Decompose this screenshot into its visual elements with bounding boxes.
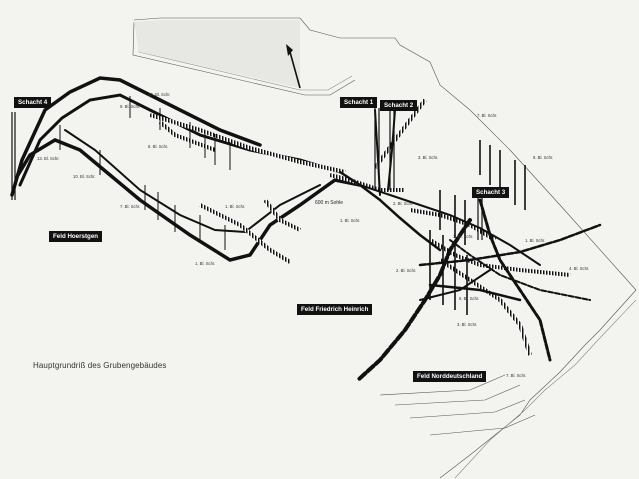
bl-label: 1. Bl. Schr.: [340, 218, 360, 223]
shaft-label: Schacht 2: [380, 100, 418, 111]
diagram-caption: Hauptgrundriß des Grubengebäudes: [33, 361, 167, 370]
level-lines: [379, 374, 536, 436]
bl-label: 8. Bl. Schr.: [148, 144, 168, 149]
bl-label: 1. Bl. Schr.: [225, 204, 245, 209]
shaft-label: Schacht 3: [472, 187, 510, 198]
bl-label: 7. Bl. Schr.: [477, 113, 497, 118]
bl-label: 2. Bl. Schr.: [396, 268, 416, 273]
bl-label: 2. Bl. Schr.: [393, 201, 413, 206]
hatched-galleries: [149, 98, 571, 356]
field-label: Feld Norddeutschland: [413, 371, 487, 382]
block-labels: 10. Bl. Schr. 9. Bl. Schr. 8. Bl. Schr. …: [37, 92, 589, 378]
bl-label: 7. Bl. Schr.: [120, 204, 140, 209]
bl-label: 1. Bl. Schr.: [525, 238, 545, 243]
field-label: Feld Friedrich Heinrich: [297, 304, 373, 315]
shaft-label: Schacht 4: [14, 97, 52, 108]
level-label: 600 m Sohle: [315, 200, 343, 206]
bl-label: 9. Bl. Schr.: [120, 104, 140, 109]
bl-label: 3. Bl. Schr.: [457, 322, 477, 327]
bl-label: 1. Bl. Schr.: [195, 261, 215, 266]
bl-label: 10. Bl. Schr.: [73, 174, 96, 179]
bl-label: 3. Bl. Schr.: [418, 155, 438, 160]
shaft-markers: [11, 108, 483, 240]
north-arrow-icon: [286, 44, 301, 89]
block-ticks: [59, 96, 231, 250]
bl-label: 13. Bl. Schr.: [37, 156, 60, 161]
bl-label: 6. Bl. Schr.: [459, 296, 479, 301]
central-galleries: [338, 109, 602, 382]
bl-label: 4. Bl. Schr.: [569, 266, 589, 271]
bl-label: 7. Bl. Schr.: [506, 373, 526, 378]
east-ticks: [429, 140, 526, 315]
bl-label: 8. Bl. Schr.: [533, 155, 553, 160]
field-label: Feld Hoerstgen: [49, 231, 103, 242]
bl-label: 1. Bl. Schr.: [453, 234, 473, 239]
bl-label: 10. Bl. Schr.: [148, 92, 171, 97]
shaft-label: Schacht 1: [340, 97, 378, 108]
boundary-shading: [134, 20, 300, 88]
